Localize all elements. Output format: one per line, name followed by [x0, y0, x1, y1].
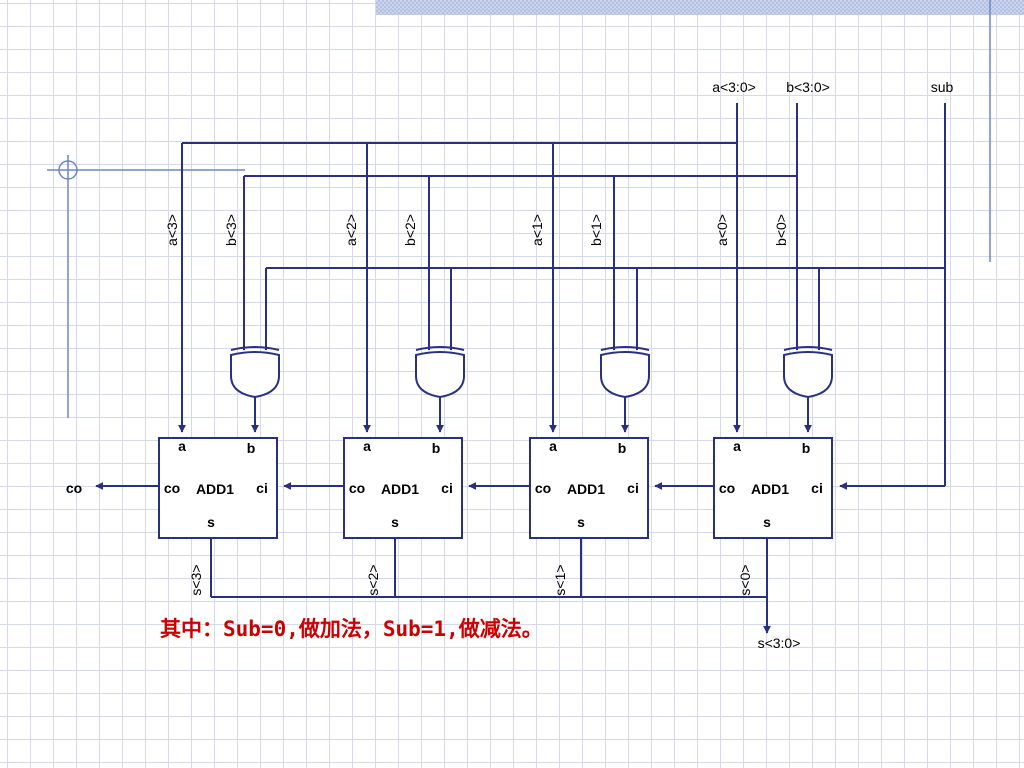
- wires: [95, 103, 946, 634]
- adder3-port-co: co: [164, 480, 180, 496]
- adder0-port-b: b: [802, 440, 811, 456]
- adder2-port-a: a: [363, 438, 371, 454]
- xor-gate-1: [600, 346, 650, 399]
- adder-box-2: [343, 437, 463, 539]
- adder1-port-b: b: [618, 440, 627, 456]
- adder0-port-co: co: [719, 480, 735, 496]
- adder-box-3: [158, 437, 278, 539]
- a2-label: a<2>: [343, 214, 359, 246]
- adder2-port-s: s: [391, 514, 399, 530]
- a-bus-label: a<3:0>: [712, 79, 756, 95]
- adder1-port-co: co: [535, 480, 551, 496]
- adder2-name: ADD1: [381, 481, 419, 497]
- adder2-port-co: co: [349, 480, 365, 496]
- adder1-port-s: s: [577, 514, 585, 530]
- s0-label: s<0>: [737, 564, 753, 595]
- a3-label: a<3>: [164, 214, 180, 246]
- xor-gate-2: [415, 346, 465, 399]
- b0-label: b<0>: [773, 214, 789, 246]
- adder1-port-ci: ci: [627, 480, 639, 496]
- adder-box-1: [529, 437, 649, 539]
- adder-box-0: [713, 437, 833, 539]
- adder1-name: ADD1: [567, 481, 605, 497]
- s-bus-label: s<3:0>: [758, 635, 801, 651]
- operation-note: 其中：Sub=0,做加法，Sub=1,做减法。: [160, 617, 543, 641]
- adder0-port-a: a: [733, 438, 741, 454]
- carry-out-label: co: [66, 480, 82, 496]
- adder3-port-b: b: [247, 440, 256, 456]
- adder2-port-ci: ci: [441, 480, 453, 496]
- a1-label: a<1>: [529, 214, 545, 246]
- adder3-port-ci: ci: [256, 480, 268, 496]
- adder1-port-a: a: [549, 438, 557, 454]
- adder0-port-ci: ci: [811, 480, 823, 496]
- sub-label: sub: [931, 79, 954, 95]
- xor-gate-0: [783, 346, 833, 399]
- s1-label: s<1>: [552, 564, 568, 595]
- b3-label: b<3>: [223, 214, 239, 246]
- s2-label: s<2>: [365, 564, 381, 595]
- adder3-port-a: a: [178, 438, 186, 454]
- adder2-port-b: b: [432, 440, 441, 456]
- header-band: [376, 0, 1024, 15]
- a0-label: a<0>: [714, 214, 730, 246]
- xor-gate-3: [230, 346, 280, 399]
- adder3-name: ADD1: [196, 481, 234, 497]
- b-bus-label: b<3:0>: [786, 79, 830, 95]
- b1-label: b<1>: [588, 214, 604, 246]
- adder-boxes: [158, 437, 833, 539]
- adder0-port-s: s: [763, 514, 771, 530]
- s3-label: s<3>: [188, 564, 204, 595]
- b2-label: b<2>: [402, 214, 418, 246]
- xor-gates: [230, 346, 833, 399]
- adder0-name: ADD1: [751, 481, 789, 497]
- frame-ornament-icon: [58, 160, 78, 180]
- adder3-port-s: s: [207, 514, 215, 530]
